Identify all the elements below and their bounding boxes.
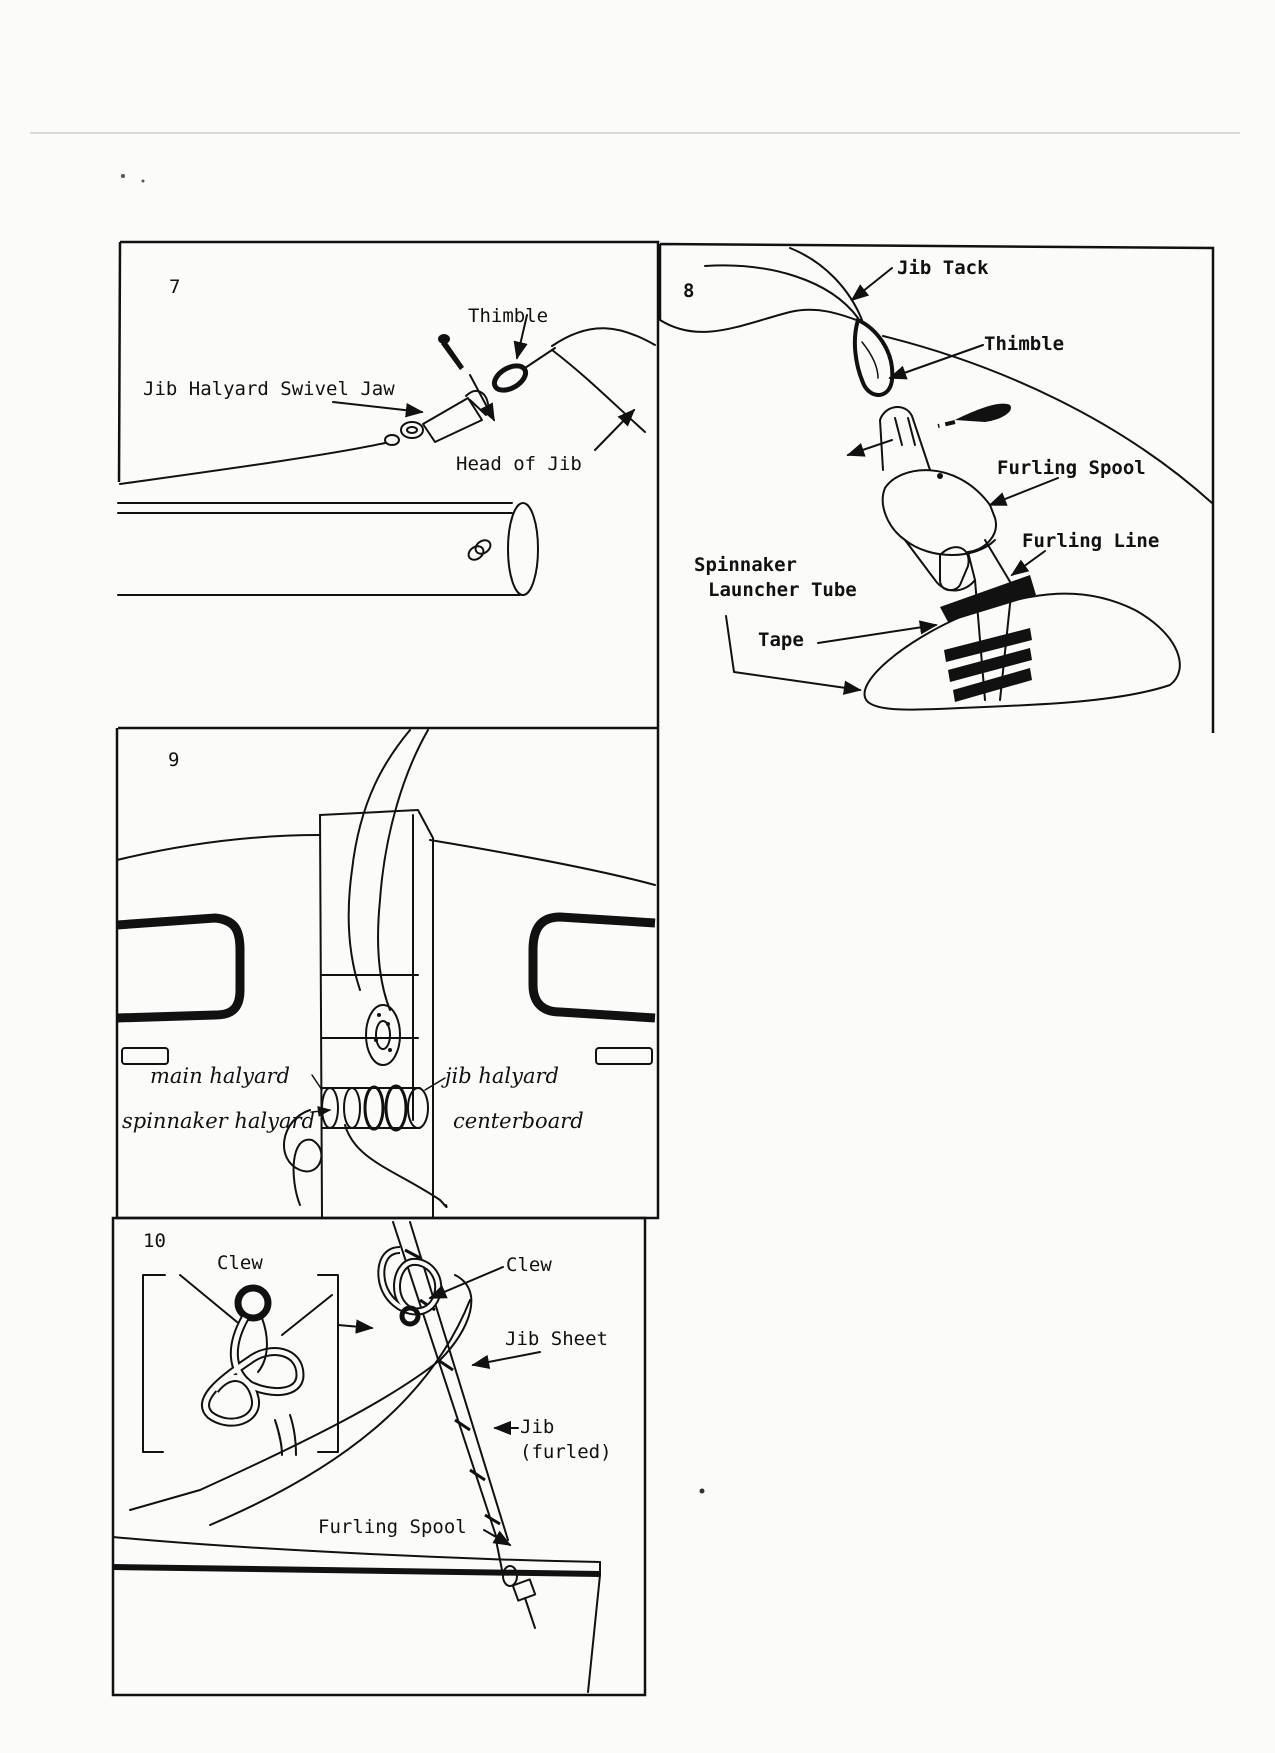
vent-right (595, 1047, 653, 1065)
label-thimble: Thimble (468, 305, 548, 327)
main-halyard-leader (311, 1074, 323, 1091)
furling-spool-icon (881, 469, 997, 592)
centerboard-line (344, 1124, 448, 1209)
clevis-pin-icon (438, 334, 464, 370)
panel-9-number: 9 (168, 749, 179, 771)
tape-strips (940, 575, 1036, 702)
mast-step (319, 809, 434, 1219)
thimble-leader (513, 314, 528, 360)
label-jib-furled-2: (furled) (520, 1441, 612, 1463)
scan-artifacts (30, 132, 1240, 1494)
halyard-coil (283, 1109, 323, 1206)
tape-leader (817, 620, 938, 644)
cleat-icon (365, 1004, 401, 1066)
label-head-of-jib: Head of Jib (456, 453, 582, 475)
furling-spool-10-icon (495, 1539, 537, 1629)
jib-sheet-leader (471, 1351, 541, 1369)
pin-arrow (469, 374, 495, 422)
panel-8-number: 8 (683, 280, 694, 302)
panel-7-number: 7 (169, 276, 180, 298)
mast-tube (117, 502, 539, 596)
label-spinnaker-1: Spinnaker (694, 554, 797, 576)
jib-sheet-lines (129, 1274, 473, 1526)
bowline-knot-icon (179, 1274, 333, 1456)
panel-7-frame (117, 240, 660, 730)
furling-spool-leader (988, 477, 1059, 506)
halyard-lines (347, 729, 429, 1011)
jib-sail-head (551, 327, 656, 433)
inset-arrow (337, 1319, 374, 1334)
label-clew-left: Clew (217, 1252, 263, 1274)
label-spinnaker-2: Launcher Tube (708, 579, 857, 601)
label-furling-line: Furling Line (1022, 530, 1159, 552)
label-furling-spool-8: Furling Spool (997, 457, 1146, 479)
label-tape: Tape (758, 629, 804, 651)
turning-blocks (321, 1084, 429, 1132)
forestay-wire (119, 442, 386, 485)
vent-left (121, 1047, 169, 1065)
spool-jaw (879, 406, 931, 471)
cabin-window-right (528, 912, 656, 1023)
inset-bracket-right (317, 1274, 339, 1453)
tack-thimble-icon (852, 317, 895, 397)
label-centerboard: centerboard (453, 1109, 584, 1133)
label-furling-spool-10: Furling Spool (318, 1516, 467, 1538)
deck-line (116, 834, 656, 886)
jib-halyard-leader (424, 1077, 446, 1091)
furling-spool-10-leader (483, 1529, 512, 1546)
panel-7: 7 Thimble Jib Halyard Swivel Jaw (117, 240, 660, 730)
jib-tack-lines (659, 247, 863, 333)
clew-leader (428, 1266, 504, 1299)
spinnaker-launcher-tube (863, 592, 1181, 711)
label-clew-right: Clew (506, 1254, 552, 1276)
label-thimble-8: Thimble (984, 333, 1064, 355)
spinnaker-halyard-leader (311, 1105, 332, 1117)
jib-tack-leader (850, 267, 893, 302)
launcher-leader (725, 615, 862, 695)
panel-10: 10 (111, 1216, 647, 1697)
clew-knot-icon (377, 1246, 443, 1327)
pin-out-arrow (846, 439, 893, 457)
label-swivel-jaw: Jib Halyard Swivel Jaw (143, 378, 395, 400)
panel-10-number: 10 (143, 1230, 166, 1252)
panel-10-frame (111, 1216, 647, 1697)
label-jib-tack: Jib Tack (897, 257, 989, 279)
panel-8-frame (658, 242, 1215, 733)
label-spinnaker-halyard: spinnaker halyard (122, 1109, 315, 1133)
panel-9-frame (115, 728, 660, 1220)
label-jib-sheet: Jib Sheet (505, 1328, 608, 1350)
cabin-window-left (116, 913, 245, 1023)
deck-curve (882, 335, 1213, 504)
inset-bracket-left (142, 1274, 166, 1453)
label-main-halyard: main halyard (150, 1064, 290, 1088)
thimble-icon (491, 347, 556, 393)
panel-8: 8 (658, 242, 1215, 733)
thimble-8-leader (888, 344, 984, 380)
spool-pin-icon (937, 403, 1011, 428)
swivel-leader (332, 401, 424, 418)
furling-line-leader (1010, 550, 1046, 577)
head-of-jib-leader (594, 408, 636, 451)
label-jib-furled-1: Jib (520, 1416, 554, 1438)
panel-9: 9 (115, 728, 660, 1220)
label-jib-halyard: jib halyard (441, 1064, 559, 1088)
bow-deck (112, 1536, 601, 1693)
swivel-jaw-icon (384, 389, 489, 446)
